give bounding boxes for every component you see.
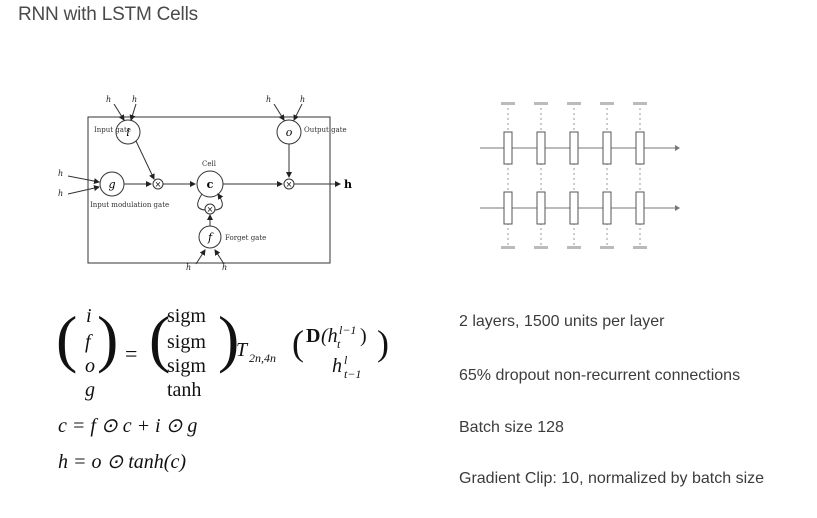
rnn-lstm-unit <box>569 191 579 225</box>
cell-label: Cell <box>202 160 217 168</box>
svg-text:×: × <box>286 180 293 189</box>
svg-text:h: h <box>222 263 227 272</box>
rnn-input-label <box>633 246 647 249</box>
svg-text:h: h <box>58 169 63 178</box>
rnn-lstm-unit <box>569 131 579 165</box>
svg-text:t−1: t−1 <box>344 367 361 381</box>
rnn-lstm-unit <box>635 191 645 225</box>
lstm-cell-box <box>87 116 331 264</box>
svg-text:l: l <box>344 353 348 367</box>
lhs-i: i <box>86 305 92 327</box>
unrolled-rnn-diagram <box>480 102 680 249</box>
output-gate-label: Output gate <box>304 126 347 134</box>
svg-text:): ) <box>360 325 367 347</box>
transform-sub: 2n,4n <box>249 351 276 365</box>
svg-text:(h: (h <box>321 325 338 347</box>
rnn-lstm-unit <box>536 191 546 225</box>
bullet-layers: 2 layers, 1500 units per layer <box>459 313 665 330</box>
svg-text:h: h <box>186 263 191 272</box>
bullet-batch-size: Batch size 128 <box>459 419 564 436</box>
svg-text:=: = <box>125 341 137 366</box>
forget-gate-label: Forget gate <box>225 234 266 242</box>
rhs-3: tanh <box>167 379 201 401</box>
rhs-2: sigm <box>167 355 206 377</box>
rnn-lstm-unit <box>503 131 513 165</box>
rnn-arrowhead <box>675 205 680 211</box>
svg-text:): ) <box>218 303 239 374</box>
transform-T: T <box>236 339 249 361</box>
input-gate-node <box>115 119 141 145</box>
svg-text:h: h <box>132 95 137 104</box>
svg-text:h: h <box>266 95 271 104</box>
output-h-label: h <box>344 178 352 191</box>
input-gate-label: Input gate <box>94 126 131 134</box>
svg-text:h: h <box>300 95 305 104</box>
svg-text:(: ( <box>292 323 304 363</box>
svg-text:l−1: l−1 <box>339 323 356 337</box>
slide-title: RNN with LSTM Cells <box>18 4 198 25</box>
lhs-o: o <box>85 355 95 377</box>
svg-text:t: t <box>337 337 341 351</box>
rnn-output-label <box>633 102 647 105</box>
rhs-0: sigm <box>167 305 206 327</box>
lstm-equations: ( i f o g ) = ( sigm sigm sigm tanh ) T … <box>56 303 389 473</box>
rnn-input-label <box>501 246 515 249</box>
rnn-output-label <box>501 102 515 105</box>
cell-symbol: c <box>207 178 214 191</box>
bullet-dropout: 65% dropout non-recurrent connections <box>459 367 741 384</box>
rnn-input-label <box>567 246 581 249</box>
rnn-lstm-unit <box>602 131 612 165</box>
rnn-input-label <box>534 246 548 249</box>
lhs-g: g <box>85 379 95 401</box>
svg-text:(: ( <box>56 303 77 374</box>
svg-text:): ) <box>377 323 389 363</box>
hidden-equation: h = o ⊙ tanh(c) <box>58 451 186 473</box>
svg-text:h: h <box>58 189 63 198</box>
input-modulation-symbol: g <box>108 178 115 191</box>
svg-text:(: ( <box>149 303 170 374</box>
rnn-output-label <box>534 102 548 105</box>
output-gate-symbol: o <box>286 126 293 139</box>
svg-text:): ) <box>97 303 118 374</box>
bullet-gradient-clip: Gradient Clip: 10, normalized by batch s… <box>459 470 765 487</box>
rnn-output-label <box>567 102 581 105</box>
rnn-lstm-unit <box>503 191 513 225</box>
svg-text:h: h <box>332 355 342 377</box>
svg-text:h: h <box>106 95 111 104</box>
svg-text:×: × <box>155 180 162 189</box>
dropout-D: D <box>306 325 320 347</box>
rnn-input-label <box>600 246 614 249</box>
rnn-lstm-unit <box>536 131 546 165</box>
rnn-lstm-unit <box>635 131 645 165</box>
lstm-cell-diagram: i Input gate h h o Output gate h h g Inp… <box>58 95 352 272</box>
rnn-lstm-unit <box>602 191 612 225</box>
input-gate-symbol: i <box>126 126 130 139</box>
input-modulation-label: Input modulation gate <box>90 201 169 209</box>
rhs-1: sigm <box>167 331 206 353</box>
cell-equation: c = f ⊙ c + i ⊙ g <box>58 415 197 437</box>
svg-text:×: × <box>207 205 214 214</box>
rnn-output-label <box>600 102 614 105</box>
forget-gate-symbol: f <box>207 231 214 244</box>
rnn-arrowhead <box>675 145 680 151</box>
lhs-f: f <box>85 331 93 353</box>
